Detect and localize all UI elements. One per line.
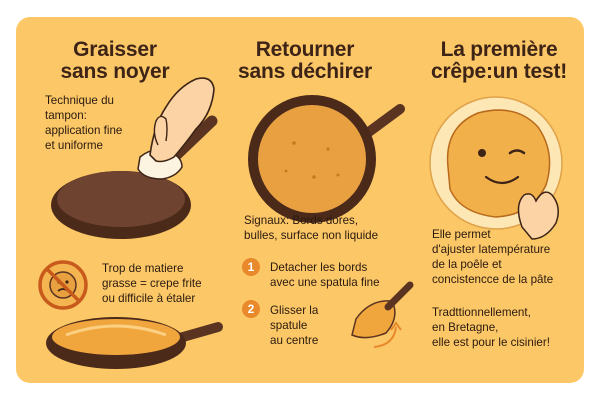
tampon-line: et uniforme (45, 139, 103, 152)
step1-line: avec une spatula fine (270, 276, 380, 289)
col2-title-line1: Retourner (255, 38, 355, 61)
warning-line: grasse = crepe frite (102, 277, 202, 290)
col3-body1: Elle permet d'ajuster latempérature de l… (432, 227, 582, 287)
col1-title-line2: sans noyer (60, 60, 170, 83)
pan-surface (57, 171, 185, 227)
tampon-text: Technique du tampon: application fine et… (45, 93, 175, 153)
hand-finger (153, 115, 168, 146)
spatula-handle (384, 281, 414, 311)
body2-line: en Bretagne, (432, 321, 499, 334)
step1-badge: 1 (242, 258, 260, 276)
warning-line: Trop de matiere (102, 262, 184, 275)
col3-body2: Tradttionnellement, en Bretagne, elle es… (432, 305, 582, 350)
step2-line: au centre (270, 334, 319, 347)
tampon-line: application fine (45, 124, 123, 137)
bubble (336, 173, 340, 177)
bubble (284, 169, 288, 173)
oil-shine (65, 324, 167, 337)
tampon-line: Technique du (45, 94, 114, 107)
col3-title: La première crêpe:un test! (414, 39, 584, 83)
col2-title-line2: sans déchirer (238, 60, 372, 83)
step2-line: spatule (270, 319, 308, 332)
col3-title-line1: La première (440, 38, 558, 61)
step2-text: Glisser la spatule au centre (270, 303, 350, 348)
warning-illustration (38, 260, 88, 310)
body2-line: Tradttionnellement, (432, 306, 531, 319)
warning-line: ou difficile à étaler (102, 292, 196, 305)
step1-text: Detacher les bords avec une spatula fine (270, 260, 420, 290)
body1-line: Elle permet (432, 228, 491, 241)
spatula-illustration (351, 281, 414, 348)
body1-line: concistencce de la pâte (432, 273, 554, 286)
no-slash (45, 267, 81, 303)
bubble (312, 175, 316, 179)
col1-title: Graisser sans noyer (30, 39, 200, 83)
wink-eye (508, 149, 526, 155)
arrow-head (390, 321, 402, 331)
step1-line: Detacher les bords (270, 261, 368, 274)
infographic-card: Graisser sans noyer Technique du tampon:… (16, 17, 584, 383)
crepe-face-icon (446, 109, 551, 218)
arrow-icon (373, 326, 397, 348)
body2-line: elle est pour le cisinier! (432, 336, 550, 349)
col1-title-line1: Graisser (73, 38, 157, 61)
smile (484, 175, 520, 185)
col2-title: Retourner sans déchirer (220, 39, 390, 83)
oily-pan-illustration (46, 317, 223, 369)
signals-line: bulles, surface non liquide (244, 229, 379, 242)
greasing-pan-illustration (51, 77, 218, 239)
warning-text: Trop de matiere grasse = crepe frite ou … (102, 261, 222, 306)
step2-badge: 2 (242, 300, 260, 318)
pan-oil (52, 319, 180, 355)
crepe (258, 105, 366, 213)
bubble (292, 141, 296, 145)
body1-line: d'ajuster latempérature (432, 243, 551, 256)
winking-crepe-illustration (429, 96, 563, 240)
eye (478, 149, 486, 157)
eye (65, 280, 69, 284)
body1-line: de la poêle et (432, 258, 502, 271)
step2-line: Glisser la (270, 304, 319, 317)
signals-text: Signaux: Bords dores, bulles, surface no… (244, 213, 424, 243)
crepe-pan-illustration (248, 95, 405, 223)
signals-line: Signaux: Bords dores, (244, 214, 359, 227)
tampon-line: tampon: (45, 109, 87, 122)
hand-icon (517, 191, 559, 240)
col3-title-line2: crêpe:un test! (430, 60, 568, 83)
bubble (326, 147, 330, 151)
spatula-icon (351, 300, 396, 339)
